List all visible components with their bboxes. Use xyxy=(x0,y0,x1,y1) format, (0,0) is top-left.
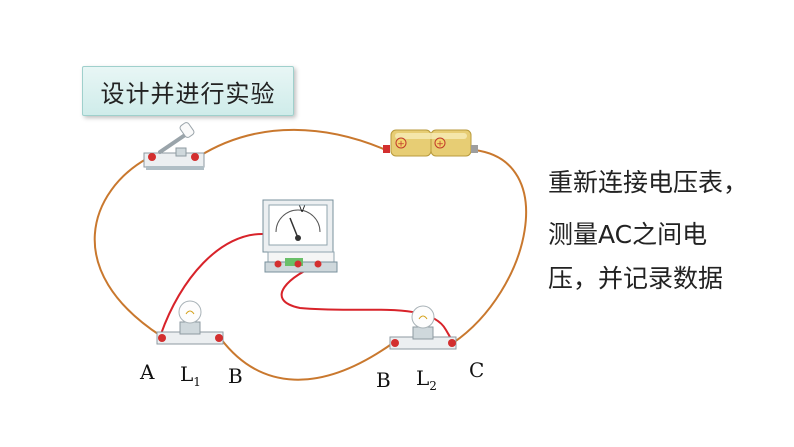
voltmeter-lead-C xyxy=(280,263,454,344)
label-L2-letter: L xyxy=(416,366,430,390)
label-L1-sub: 1 xyxy=(193,375,201,389)
label-A: A xyxy=(140,360,155,384)
instruction-line-1: 重新连接电压表， xyxy=(548,168,749,197)
lamp-L1 xyxy=(156,300,224,345)
label-L2-sub: 2 xyxy=(429,379,437,393)
wire-lamp2-to-lamp1 xyxy=(220,338,394,381)
section-title: 设计并进行实验 xyxy=(82,66,294,116)
battery: + + xyxy=(383,129,478,157)
voltmeter-unit-label: V xyxy=(299,205,306,215)
label-B-left: B xyxy=(228,364,243,388)
label-L1: L1 xyxy=(180,362,201,389)
lamp-L2 xyxy=(389,305,457,350)
instruction-line-3: 压，并记录数据 xyxy=(548,264,724,293)
switch[interactable] xyxy=(143,121,205,170)
label-L1-letter: L xyxy=(180,362,194,386)
wire-lamp1-to-switch xyxy=(93,157,162,337)
label-L2: L2 xyxy=(416,366,437,393)
svg-text:+: + xyxy=(397,140,405,150)
label-C: C xyxy=(469,358,485,382)
wire-switch-to-battery xyxy=(197,128,387,158)
svg-text:+: + xyxy=(436,140,444,150)
instruction-line-2: 测量AC之间电 xyxy=(548,220,708,249)
voltmeter xyxy=(262,199,338,273)
wire-battery-to-lamp2 xyxy=(452,149,527,344)
label-B-right: B xyxy=(376,368,391,392)
